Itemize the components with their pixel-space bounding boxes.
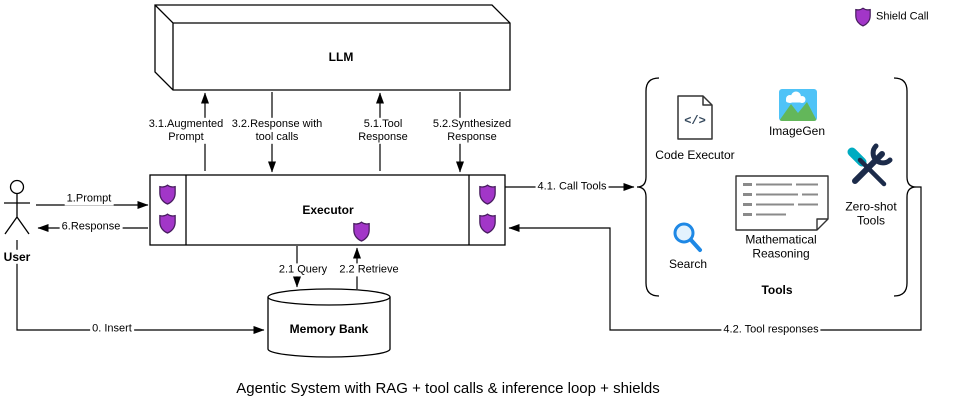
- shield-icon: [353, 221, 370, 242]
- edge-label-response-with-tool-calls: 3.2.Response with tool calls: [227, 117, 327, 145]
- user-actor: [4, 179, 30, 235]
- edge-label-retrieve: 2.2 Retrieve: [337, 263, 401, 277]
- edge-insert: [16, 240, 265, 334]
- edge-label-insert: 0. Insert: [90, 322, 134, 336]
- shield-icon: [159, 213, 176, 234]
- imagegen-label: ImageGen: [768, 123, 826, 138]
- edge-label-prompt: 1.Prompt: [64, 192, 114, 206]
- search-label: Search: [668, 256, 708, 271]
- executor-label: Executor: [302, 202, 354, 217]
- crossed-tools-icon: [847, 143, 893, 187]
- shield-icon: [479, 213, 496, 234]
- memory-bank-node: [267, 288, 391, 358]
- edge-label-augmented-prompt: 3.1.Augmented Prompt: [140, 117, 232, 145]
- tools-group-label: Tools: [761, 282, 793, 297]
- code-executor-label: Code Executor: [655, 147, 735, 162]
- shield-icon: [479, 184, 496, 205]
- zero-shot-tools-label: Zero-shot Tools: [845, 199, 897, 228]
- edge-label-response: 6.Response: [59, 220, 123, 234]
- tools-right-brace: [893, 77, 917, 297]
- edge-label-synthesized-response: 5.2.Synthesized Response: [422, 117, 522, 145]
- llm-node: [154, 4, 511, 91]
- edge-label-tool-responses: 4.2. Tool responses: [721, 323, 821, 337]
- memory-bank-label: Memory Bank: [289, 321, 369, 336]
- shield-legend-label: Shield Call: [876, 10, 929, 23]
- edge-label-tool-response: 5.1.Tool Response: [348, 117, 418, 145]
- user-label: User: [1, 249, 33, 265]
- tools-left-brace: [636, 77, 660, 297]
- executor-node: [149, 174, 506, 246]
- code-file-icon: </>: [677, 95, 713, 140]
- shield-icon: [159, 184, 176, 205]
- formula-document-icon: [735, 175, 829, 231]
- magnifier-icon: [673, 222, 702, 252]
- edge-label-call-tools: 4.1. Call Tools: [535, 180, 609, 194]
- math-reasoning-label: Mathematical Reasoning: [745, 232, 817, 261]
- edge-label-query: 2.1 Query: [276, 263, 330, 277]
- shield-legend-icon: [855, 7, 871, 27]
- imagegen-icon: [779, 89, 817, 121]
- llm-label: LLM: [328, 49, 354, 64]
- code-glyph: </>: [684, 114, 706, 128]
- diagram-title: Agentic System with RAG + tool calls & i…: [236, 380, 660, 397]
